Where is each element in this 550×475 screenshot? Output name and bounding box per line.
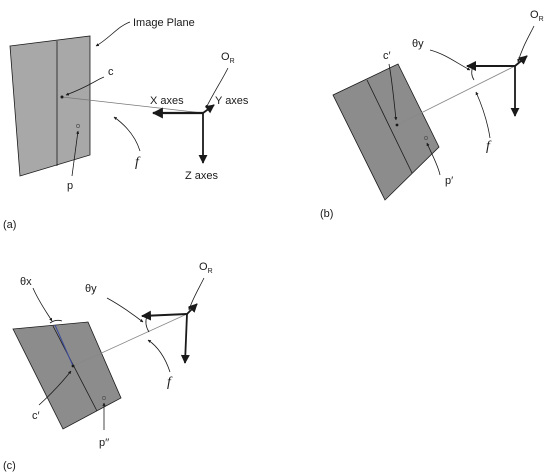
point-p-prime (424, 136, 428, 140)
axis-left-c (141, 310, 188, 321)
leader-p-prime-b (426, 142, 441, 176)
origin-main-b: O (530, 9, 539, 21)
p-prime-label-b: p′ (445, 175, 453, 187)
theta-y-arc-b (471, 65, 475, 81)
f-label-a: f (135, 155, 141, 170)
theta-y-label-b: θy (412, 38, 424, 50)
leader-c-prime-b (388, 63, 398, 121)
principal-point-c (60, 95, 64, 99)
point-p-double-prime (102, 396, 106, 400)
y-axis-arrow (202, 104, 215, 114)
point-p (76, 124, 80, 128)
theta-y-arc-c (145, 315, 150, 333)
axis-down-c (180, 313, 190, 364)
c-prime-label-c: c′ (32, 410, 40, 422)
focal-ray-c (72, 313, 188, 367)
leader-origin-c (188, 277, 205, 311)
theta-y-label-c: θy (85, 283, 97, 295)
origin-sub-b: R (539, 16, 544, 23)
leader-origin-b (517, 25, 535, 63)
panel-b: θy c′ p′ f OR (b) (320, 9, 544, 220)
theta-x-label-c: θx (20, 276, 32, 288)
leader-f-a (113, 116, 141, 152)
plane-center-line-c (52, 325, 98, 412)
z-axes-label: Z axes (185, 170, 219, 182)
origin-main-a: O (221, 51, 230, 63)
leader-theta-y-b (429, 49, 471, 71)
leader-f-c (147, 339, 171, 373)
c-prime-label-b: c′ (383, 50, 391, 62)
leader-f-b (475, 91, 491, 139)
p-double-prime-label-c: p′′ (99, 437, 109, 449)
leader-theta-y-c (106, 297, 144, 323)
axis-diag-b (514, 55, 528, 67)
origin-main-c: O (199, 261, 208, 273)
leader-c-prime-c (38, 370, 72, 406)
x-axes-label: X axes (150, 95, 184, 107)
c-label-a: c (108, 66, 114, 78)
focal-ray-a (61, 96, 204, 114)
rotated-axis-highlight (54, 324, 74, 367)
leader-theta-x-c (32, 287, 53, 322)
origin-sub-a: R (230, 58, 235, 65)
leader-origin-a (205, 67, 229, 109)
leader-image-plane (95, 21, 131, 47)
image-plane-label: Image Plane (133, 17, 195, 29)
panel-c: θx θy c′ p′′ f OR (c) (3, 261, 213, 472)
origin-label-b: OR (530, 9, 544, 23)
panel-a: Image Plane c X axes Y axes Z axes p f O… (3, 17, 249, 231)
plane-center-line-b (366, 79, 413, 174)
p-label-a: p (67, 180, 73, 192)
theta-x-arc-c (49, 319, 63, 324)
panel-tag-a: (a) (3, 219, 16, 231)
leader-p-a (71, 130, 80, 177)
origin-label-a: OR (221, 51, 235, 65)
panel-tag-b: (b) (320, 208, 333, 220)
origin-label-c: OR (199, 261, 213, 275)
leader-c-a (65, 76, 105, 96)
focal-ray-b (396, 65, 516, 126)
axis-diag-c (186, 303, 198, 315)
image-plane-a (9, 35, 91, 177)
image-plane-b (332, 63, 440, 201)
origin-sub-c: R (208, 268, 213, 275)
principal-point-c-prime-c (71, 364, 75, 368)
y-axes-label: Y axes (215, 95, 249, 107)
principal-point-c-prime (395, 123, 399, 127)
panel-tag-c: (c) (3, 460, 16, 472)
f-label-c: f (167, 375, 173, 390)
f-label-b: f (486, 139, 492, 154)
